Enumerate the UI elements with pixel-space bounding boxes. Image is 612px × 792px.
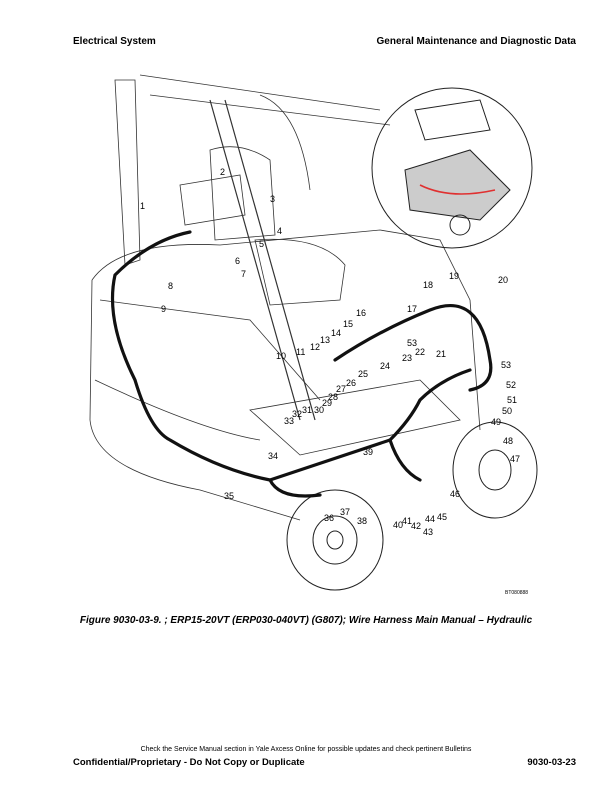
callout-36: 36 [324,513,334,523]
callout-53-upper: 53 [407,338,417,348]
callout-labels: 1 2 3 4 5 6 7 8 9 10 11 12 13 14 15 16 1… [140,167,528,596]
callout-37: 37 [340,507,350,517]
callout-44: 44 [425,514,435,524]
callout-33: 33 [284,416,294,426]
callout-17: 17 [407,304,417,314]
callout-53: 53 [501,360,511,370]
callout-13: 13 [320,335,330,345]
callout-34: 34 [268,451,278,461]
callout-3: 3 [270,194,275,204]
callout-47: 47 [510,454,520,464]
callout-15: 15 [343,319,353,329]
page-number: 9030-03-23 [527,757,576,768]
figure-caption: Figure 9030-03-9. ; ERP15-20VT (ERP030-0… [79,615,533,626]
callout-27: 27 [336,384,346,394]
running-header-right: General Maintenance and Diagnostic Data [376,36,577,47]
callout-46: 46 [450,489,460,499]
callout-40: 40 [393,520,403,530]
wire-harness-illustration: 1 2 3 4 5 6 7 8 9 10 11 12 13 14 15 16 1… [70,68,540,598]
callout-18: 18 [423,280,433,290]
callout-22: 22 [415,347,425,357]
callout-11: 11 [296,347,305,357]
running-header-left: Electrical System [73,36,156,47]
callout-23: 23 [402,353,412,363]
callout-35: 35 [224,491,234,501]
update-notice: Check the Service Manual section in Yale… [140,746,472,753]
callout-50: 50 [502,406,512,416]
callout-31: 31 [302,405,312,415]
callout-25: 25 [358,369,368,379]
callout-52: 52 [506,380,516,390]
callout-21: 21 [436,349,446,359]
callout-4: 4 [277,226,282,236]
callout-28: 28 [328,392,338,402]
callout-1: 1 [140,201,145,211]
callout-41: 41 [402,516,412,526]
image-code: BT080888 [505,590,528,596]
callout-5: 5 [259,239,264,249]
callout-24: 24 [380,361,390,371]
callout-51: 51 [507,395,517,405]
callout-7: 7 [241,269,246,279]
callout-10: 10 [276,351,286,361]
callout-49: 49 [491,417,501,427]
callout-14: 14 [331,328,341,338]
callout-6: 6 [235,256,240,266]
callout-39: 39 [363,447,373,457]
callout-29: 29 [322,398,332,408]
callout-43: 43 [423,527,433,537]
callout-16: 16 [356,308,366,318]
callout-8: 8 [168,281,173,291]
callout-30: 30 [314,405,324,415]
callout-20: 20 [498,275,508,285]
callout-42: 42 [411,521,421,531]
callout-9: 9 [161,304,166,314]
callout-2: 2 [220,167,225,177]
callout-19: 19 [449,271,459,281]
callout-26: 26 [346,378,356,388]
callout-48: 48 [503,436,513,446]
confidential-notice: Confidential/Proprietary - Do Not Copy o… [73,757,305,768]
callout-12: 12 [310,342,320,352]
callout-45: 45 [437,512,447,522]
callout-32: 32 [292,409,302,419]
callout-38: 38 [357,516,367,526]
